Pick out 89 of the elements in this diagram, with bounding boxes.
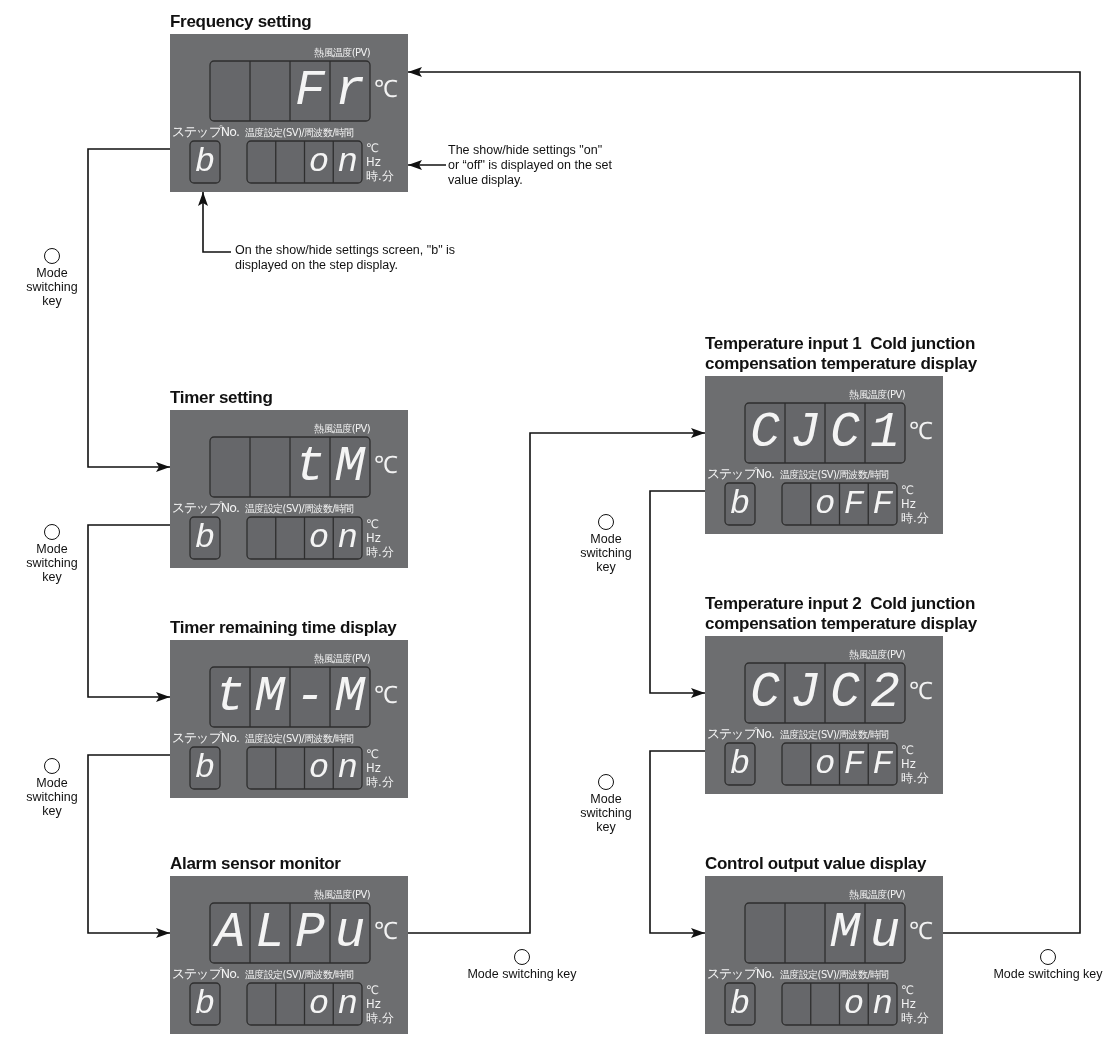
unit-label: ℃ bbox=[374, 452, 398, 478]
flow-arrow bbox=[649, 490, 706, 698]
unit-label: ℃ bbox=[901, 744, 914, 757]
display-label: 熱風温度(PV) bbox=[314, 47, 370, 58]
unit-label: 時.分 bbox=[901, 1012, 929, 1025]
display-label: 熱風温度(PV) bbox=[849, 649, 905, 660]
display-label: 温度設定(SV)/周波数/時間 bbox=[780, 969, 889, 980]
unit-label: 時.分 bbox=[366, 776, 394, 789]
panel-heading: Temperature input 2 Cold junction compensation temperature display bbox=[705, 594, 978, 634]
unit-label: 時.分 bbox=[366, 546, 394, 559]
segment-readout: tM bbox=[295, 442, 375, 492]
display-label: ステップNo. bbox=[172, 124, 240, 139]
panel-heading: Temperature input 1 Cold junction compensation temperature display bbox=[705, 334, 978, 374]
unit-label: Hz bbox=[901, 758, 916, 771]
segment-readout: tM-M bbox=[215, 672, 376, 722]
edge-label: Mode switching key bbox=[993, 967, 1103, 981]
display-label: 温度設定(SV)/周波数/時間 bbox=[245, 503, 354, 514]
unit-label: ℃ bbox=[909, 678, 933, 704]
unit-label: 時.分 bbox=[366, 1012, 394, 1025]
display-label: 熱風温度(PV) bbox=[849, 389, 905, 400]
segment-readout: Mu bbox=[830, 908, 910, 958]
segment-readout: on bbox=[308, 987, 367, 1021]
panel-heading: Alarm sensor monitor bbox=[170, 854, 342, 874]
segment-readout: b bbox=[194, 145, 225, 179]
unit-label: ℃ bbox=[374, 76, 398, 102]
display-label: 熱風温度(PV) bbox=[314, 423, 370, 434]
panel-heading: Frequency setting bbox=[170, 12, 313, 32]
segment-readout: b bbox=[729, 487, 760, 521]
display-label: 温度設定(SV)/周波数/時間 bbox=[780, 729, 889, 740]
segment-readout: CJC2 bbox=[750, 668, 911, 718]
display-label: ステップNo. bbox=[172, 730, 240, 745]
unit-label: Hz bbox=[901, 498, 916, 511]
display-label: 熱風温度(PV) bbox=[314, 653, 370, 664]
display-label: 熱風温度(PV) bbox=[314, 889, 370, 900]
segment-readout: on bbox=[843, 987, 902, 1021]
unit-label: Hz bbox=[366, 532, 381, 545]
segment-readout: b bbox=[729, 747, 760, 781]
panel-heading: Timer remaining time display bbox=[170, 618, 398, 638]
display-label: 温度設定(SV)/周波数/時間 bbox=[245, 969, 354, 980]
display-label: 温度設定(SV)/周波数/時間 bbox=[780, 469, 889, 480]
segment-readout: on bbox=[308, 751, 367, 785]
flow-arrow bbox=[407, 67, 1081, 934]
flow-arrow bbox=[407, 428, 706, 934]
segment-readout: CJC1 bbox=[750, 408, 911, 458]
segment-readout: b bbox=[194, 987, 225, 1021]
unit-label: ℃ bbox=[909, 918, 933, 944]
display-label: ステップNo. bbox=[707, 466, 775, 481]
flow-arrow bbox=[198, 191, 232, 253]
display-label: ステップNo. bbox=[707, 966, 775, 981]
callout-note: The show/hide settings "on" or “off" is displayed on the set value display. bbox=[448, 143, 613, 188]
flow-arrow bbox=[649, 750, 706, 938]
segment-readout: oFF bbox=[814, 487, 902, 521]
segment-readout: on bbox=[308, 521, 367, 555]
display-label: 熱風温度(PV) bbox=[849, 889, 905, 900]
unit-label: ℃ bbox=[374, 682, 398, 708]
flow-arrow bbox=[87, 524, 171, 702]
edge-label: Mode switching key bbox=[467, 967, 577, 981]
unit-label: ℃ bbox=[366, 142, 379, 155]
unit-label: 時.分 bbox=[901, 772, 929, 785]
flow-arrow bbox=[87, 148, 171, 472]
segment-readout: b bbox=[194, 521, 225, 555]
unit-label: Hz bbox=[366, 156, 381, 169]
segment-readout: b bbox=[729, 987, 760, 1021]
display-label: 温度設定(SV)/周波数/時間 bbox=[245, 733, 354, 744]
unit-label: Hz bbox=[366, 762, 381, 775]
segment-readout: Fr bbox=[295, 66, 375, 116]
unit-label: ℃ bbox=[374, 918, 398, 944]
display-label: ステップNo. bbox=[707, 726, 775, 741]
unit-label: ℃ bbox=[366, 984, 379, 997]
segment-readout: b bbox=[194, 751, 225, 785]
display-label: ステップNo. bbox=[172, 500, 240, 515]
unit-label: ℃ bbox=[901, 984, 914, 997]
unit-label: 時.分 bbox=[366, 170, 394, 183]
unit-label: ℃ bbox=[909, 418, 933, 444]
display-label: ステップNo. bbox=[172, 966, 240, 981]
display-label: 温度設定(SV)/周波数/時間 bbox=[245, 127, 354, 138]
unit-label: Hz bbox=[366, 998, 381, 1011]
unit-label: ℃ bbox=[366, 748, 379, 761]
segment-readout: oFF bbox=[814, 747, 902, 781]
panel-heading: Timer setting bbox=[170, 388, 274, 408]
callout-note: On the show/hide settings screen, "b" is displayed on the step display. bbox=[235, 243, 460, 273]
flow-arrow bbox=[87, 754, 171, 938]
unit-label: ℃ bbox=[901, 484, 914, 497]
unit-label: ℃ bbox=[366, 518, 379, 531]
segment-readout: on bbox=[308, 145, 367, 179]
unit-label: Hz bbox=[901, 998, 916, 1011]
flow-arrow bbox=[407, 160, 447, 170]
unit-label: 時.分 bbox=[901, 512, 929, 525]
panel-heading: Control output value display bbox=[705, 854, 928, 874]
